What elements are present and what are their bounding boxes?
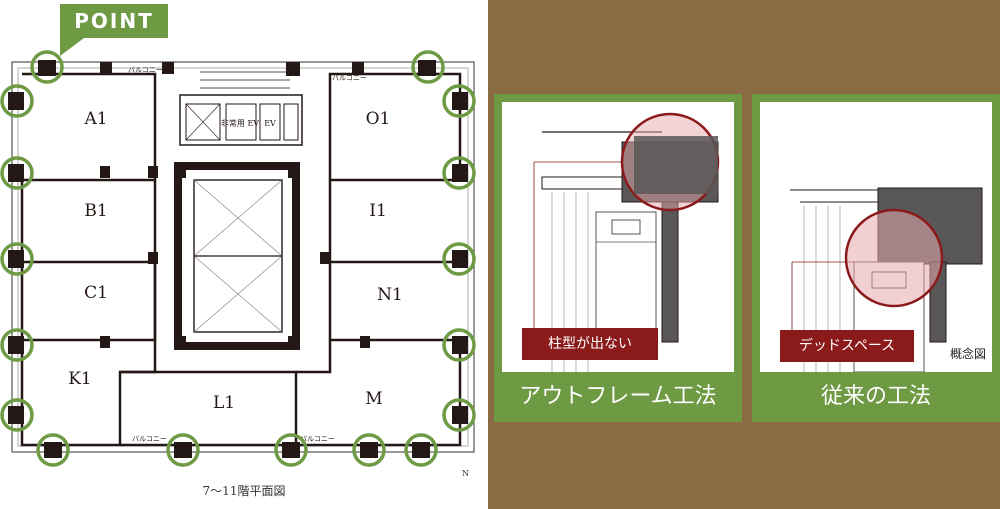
north-arrow-icon: N bbox=[462, 469, 469, 478]
unit-label-m: M bbox=[365, 389, 382, 409]
balcony-label: バルコニー bbox=[300, 435, 335, 443]
outframe-panel: 柱型が出ない アウトフレーム工法 bbox=[494, 94, 742, 422]
ev-label: EV bbox=[264, 119, 276, 128]
floor-plan-caption: 7〜11階平面図 bbox=[202, 484, 286, 498]
outframe-diagram: 柱型が出ない bbox=[502, 102, 734, 372]
core bbox=[179, 71, 303, 146]
conventional-tag: デッドスペース bbox=[780, 330, 914, 362]
unit-labels: A1 B1 C1 K1 L1 M N1 I1 O1 bbox=[68, 109, 403, 413]
comparison-area: 柱型が出ない アウトフレーム工法 デッドスペース 概念図 bbox=[488, 0, 1000, 509]
columns bbox=[8, 60, 468, 458]
north-label: N bbox=[462, 469, 469, 478]
unit-label-a1: A1 bbox=[83, 109, 107, 129]
point-circles bbox=[0, 50, 476, 467]
elevator-label: 非常用 EV bbox=[221, 118, 259, 128]
balcony-label: バルコニー bbox=[128, 66, 163, 74]
balcony-label: バルコニー bbox=[332, 74, 367, 82]
point-badge: POINT bbox=[60, 4, 168, 38]
unit-label-b1: B1 bbox=[84, 201, 107, 221]
unit-label-i1: I1 bbox=[369, 201, 387, 221]
walls bbox=[20, 72, 462, 447]
balcony-label: バルコニー bbox=[132, 435, 167, 443]
unit-label-o1: O1 bbox=[366, 109, 391, 129]
point-badge-tail bbox=[60, 38, 84, 56]
floor-plan: 非常用 EV EV バルコニー バルコニー バルコニー バルコニー bbox=[0, 50, 476, 478]
conventional-diagram: デッドスペース 概念図 bbox=[760, 102, 992, 372]
conventional-title: 従来の工法 bbox=[820, 384, 931, 409]
atrium-frame bbox=[174, 162, 300, 350]
unit-label-l1: L1 bbox=[213, 393, 235, 413]
floor-plan-area: POINT bbox=[0, 0, 488, 509]
conventional-panel: デッドスペース 概念図 従来の工法 bbox=[752, 94, 1000, 422]
outframe-title: アウトフレーム工法 bbox=[519, 384, 717, 409]
concept-note: 概念図 bbox=[949, 347, 986, 361]
unit-label-c1: C1 bbox=[84, 283, 108, 303]
balcony-labels: バルコニー バルコニー バルコニー バルコニー bbox=[128, 66, 367, 443]
outframe-tag: 柱型が出ない bbox=[522, 328, 658, 360]
unit-label-n1: N1 bbox=[377, 285, 403, 305]
unit-label-k1: K1 bbox=[68, 369, 92, 389]
